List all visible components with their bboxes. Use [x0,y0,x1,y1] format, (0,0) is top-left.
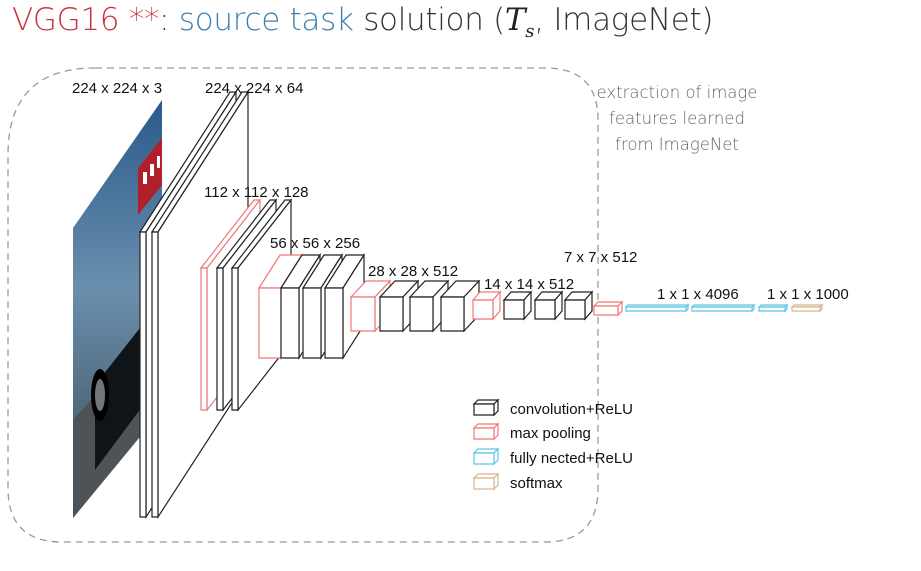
legend-fc-icon [472,447,500,466]
title-model-name: VGG16 [12,2,120,38]
dim-label-softmax: 1 x 1 x 1000 [767,286,849,303]
title-stars: ** [119,2,160,38]
legend-conv-label: convolution+ReLU [510,401,633,418]
dim-label-conv1: 224 x 224 x 64 [205,80,303,97]
page-title: VGG16 **: source task solution (Ts, Imag… [12,2,713,42]
conv-block-4 [349,279,481,333]
dim-label-conv5: 14 x 14 x 512 [484,276,574,293]
legend-fc-label: fully nected+ReLU [510,450,633,467]
softmax-layer [790,303,824,313]
title-math-symbol: T [504,2,526,38]
dim-label-conv2: 112 x 112 x 128 [204,184,309,201]
conv-block-5 [471,290,594,321]
title-solution: solution ( [353,2,505,38]
dim-label-conv4: 28 x 28 x 512 [368,263,458,280]
feature-extraction-boundary [7,67,599,543]
legend-pool-label: max pooling [510,425,591,442]
legend-conv-icon [472,398,500,417]
dim-label-fc: 1 x 1 x 4096 [657,286,739,303]
legend-pool-icon [472,422,500,441]
dim-label-conv3: 56 x 56 x 256 [270,235,360,252]
dim-label-pool5: 7 x 7 x 512 [564,249,637,266]
title-colon: : [159,2,179,38]
note-line-1: extraction of image [597,83,758,102]
pool5-layer [592,300,624,317]
dim-label-input: 224 x 224 x 3 [72,80,162,97]
fc-layers [624,303,789,313]
legend-softmax-icon [472,472,500,491]
title-math-subscript: s [525,21,535,43]
legend-softmax-label: softmax [510,475,563,492]
note-line-3: from ImageNet [615,135,739,154]
title-source-task: source task [178,2,354,38]
legend [472,398,500,491]
conv-block-3 [257,252,366,361]
feature-extraction-note: extraction of image features learned fro… [597,83,758,154]
note-line-2: features learned [609,109,745,128]
title-dataset: , ImageNet) [534,2,714,38]
